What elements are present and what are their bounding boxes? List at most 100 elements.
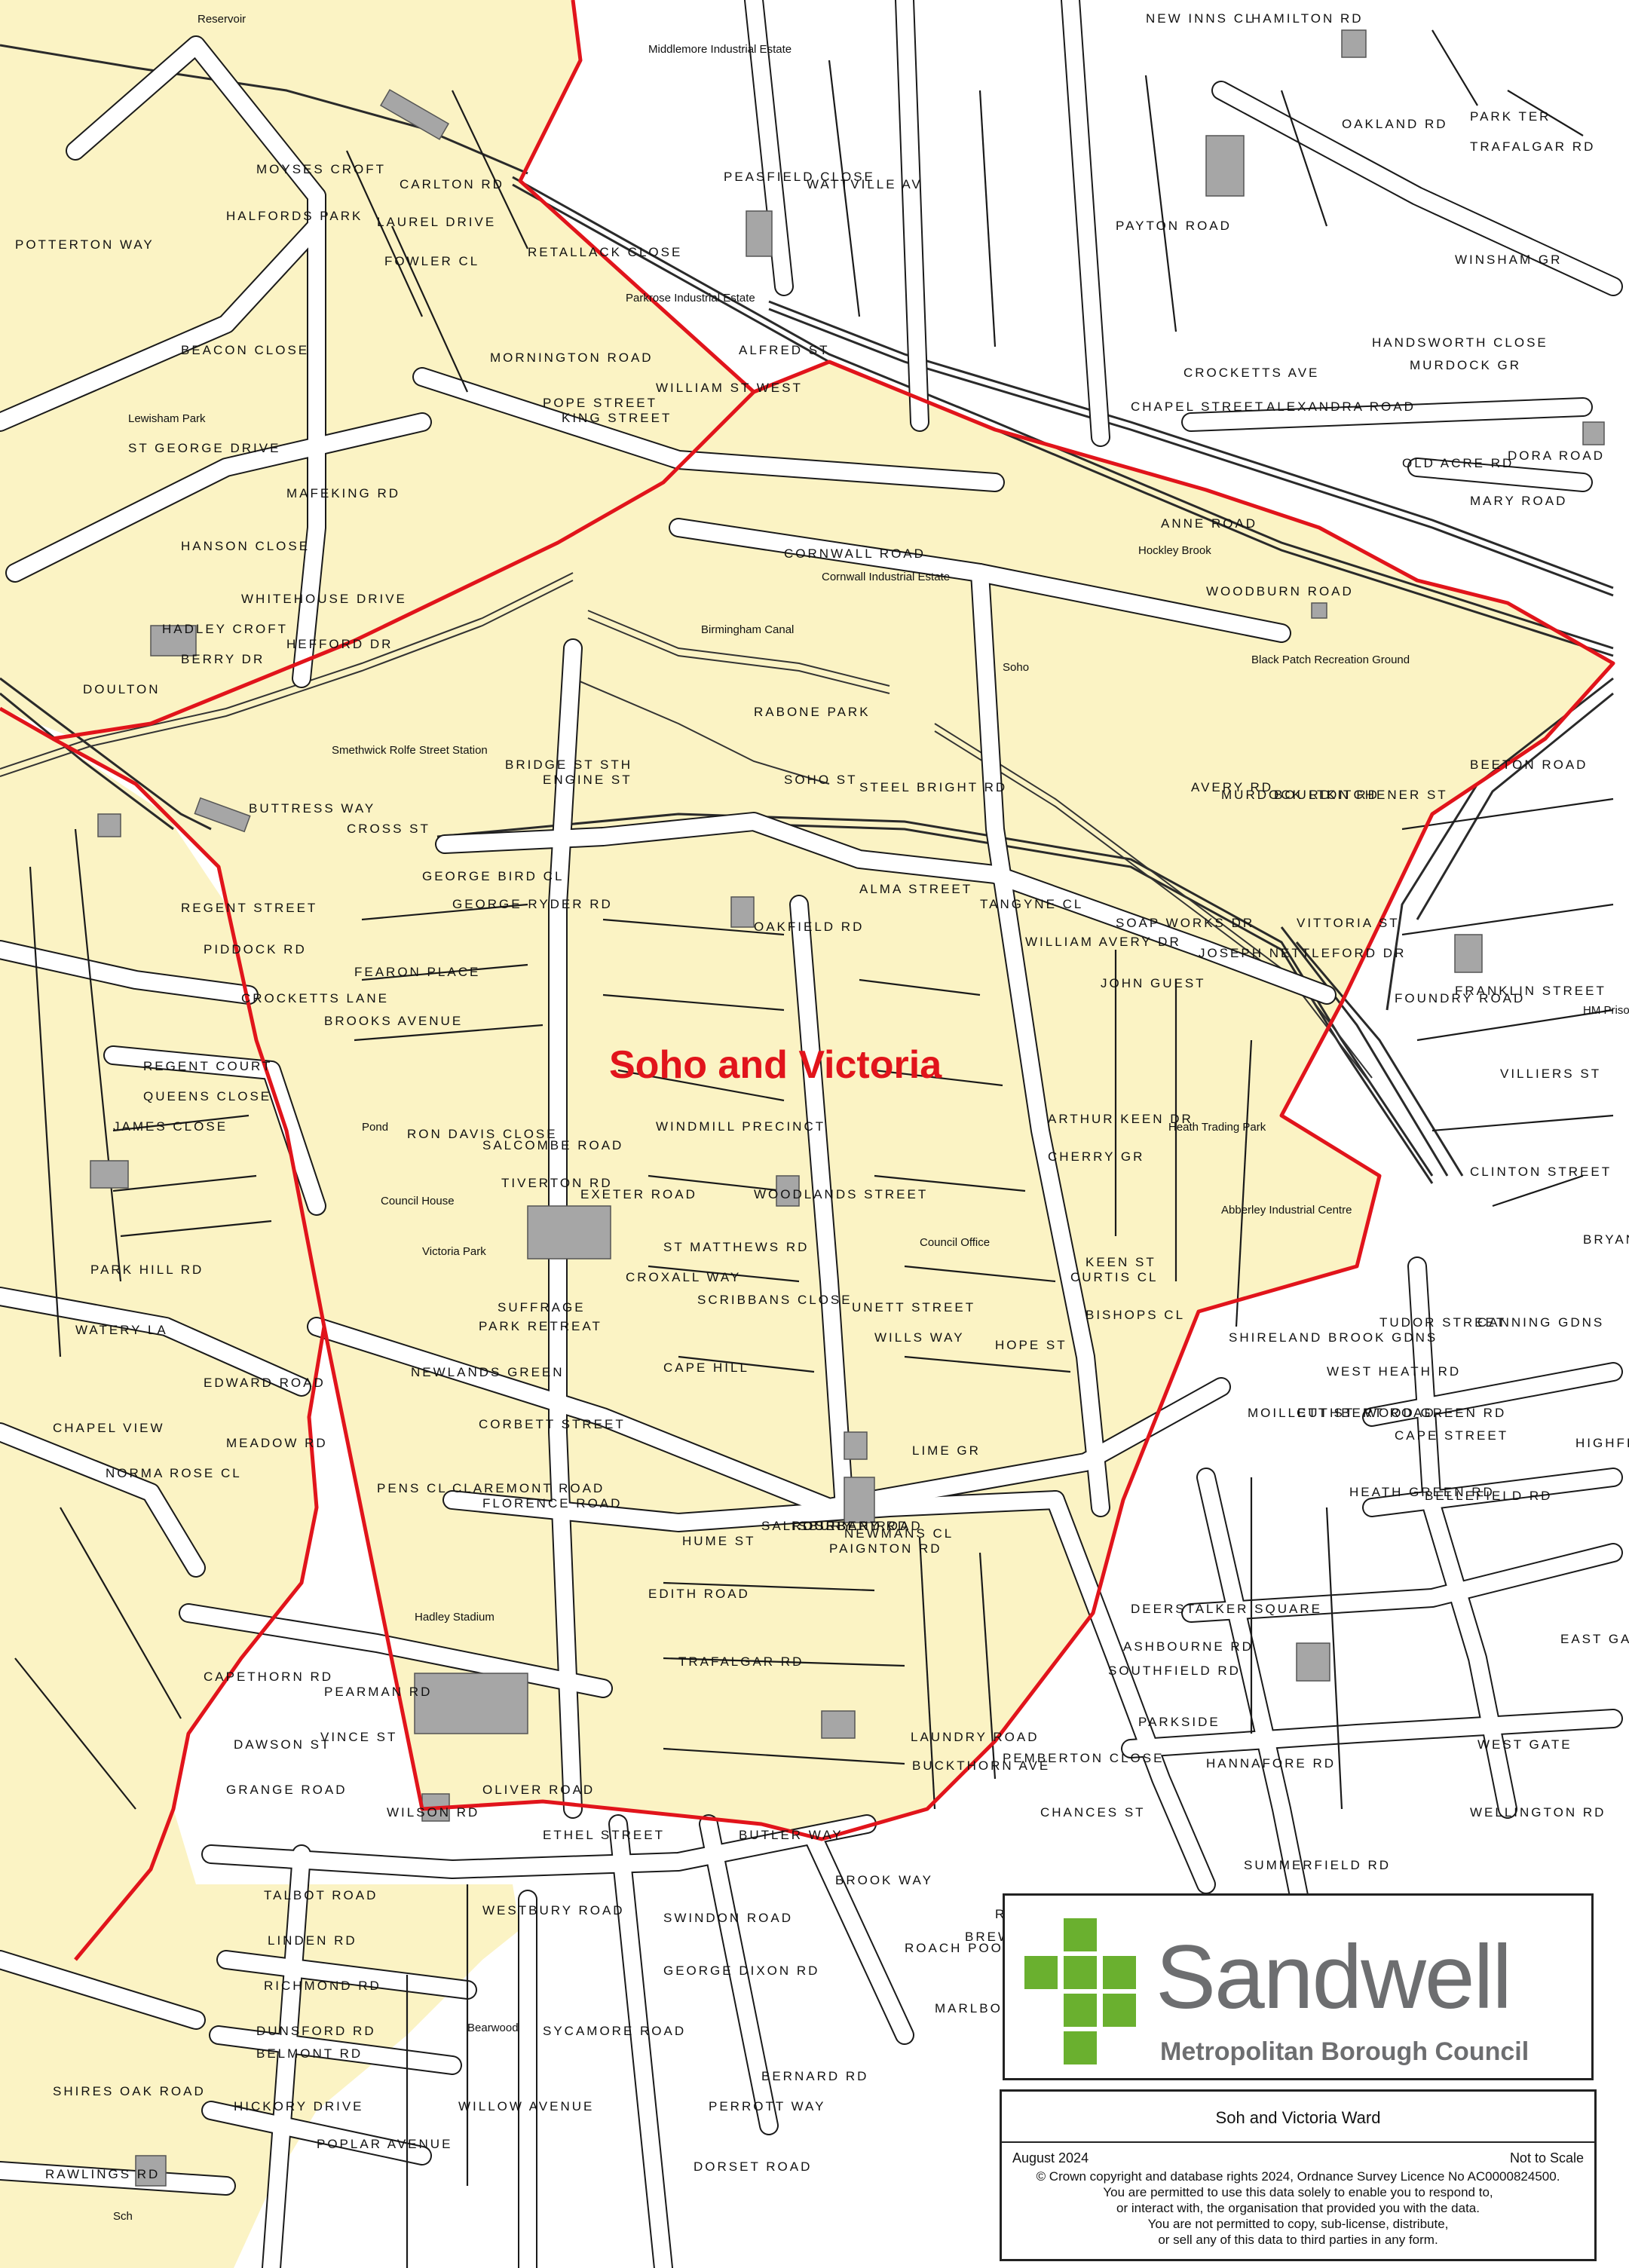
map-label: MORNINGTON ROAD	[490, 350, 654, 365]
map-label: Sch	[113, 2210, 133, 2223]
map-label: BROOKS AVENUE	[324, 1014, 463, 1028]
map-label: WOODLANDS STREET	[754, 1187, 928, 1201]
map-label: WATTVILLE AV	[807, 177, 923, 191]
map-label: PAYTON ROAD	[1116, 219, 1232, 233]
council-logo-subtitle: Metropolitan Borough Council	[1160, 2037, 1529, 2066]
map-label: SOUTHFIELD RD	[1108, 1664, 1241, 1678]
map-label: Lewisham Park	[128, 412, 206, 425]
map-label: ST GEORGE DRIVE	[128, 441, 280, 455]
map-label: ETHEL STREET	[543, 1828, 665, 1842]
map-label: Cornwall Industrial Estate	[822, 571, 950, 583]
map-label: WILLOW AVENUE	[458, 2099, 594, 2113]
map-label: BRIDGE ST STH	[505, 758, 632, 772]
map-label: DOULTON	[83, 682, 161, 696]
map-label: BEETON ROAD	[1470, 758, 1588, 772]
map-label: AVERY RD	[1191, 780, 1273, 794]
map-label: SYCAMORE ROAD	[543, 2024, 686, 2038]
copyright-line: You are not permitted to copy, sub-licen…	[1147, 2217, 1449, 2231]
map-label: POTTERTON WAY	[15, 237, 155, 252]
map-label: Victoria Park	[422, 1245, 486, 1258]
copyright-line: © Crown copyright and database rights 20…	[1036, 2169, 1560, 2184]
map-label: ANNE ROAD	[1161, 516, 1257, 531]
map-label: KING STREET	[562, 411, 672, 425]
map-label: WEST HEATH RD	[1327, 1364, 1461, 1379]
map-label: Birmingham Canal	[701, 623, 794, 636]
map-label: CROCKETTS AVE	[1183, 366, 1319, 380]
map-label: FOUNDRY ROAD	[1395, 991, 1525, 1005]
map-label: PEARMAN RD	[324, 1685, 432, 1699]
ward-area-fill	[53, 362, 1613, 1839]
map-label: Council House	[381, 1195, 455, 1207]
map-label: CAPE HILL	[663, 1360, 749, 1375]
map-label: SALCOMBE ROAD	[482, 1138, 623, 1152]
map-label: Hockley Brook	[1138, 544, 1211, 557]
map-label: POPE STREET	[543, 396, 657, 410]
map-label: BUTTRESS WAY	[249, 801, 375, 816]
map-label: FLORENCE ROAD	[482, 1496, 622, 1510]
map-label: HANSON CLOSE	[181, 539, 310, 553]
map-label: Smethwick Rolfe Street Station	[332, 744, 488, 757]
map-label: EAST GATE	[1560, 1632, 1629, 1646]
map-label: PIDDOCK RD	[204, 942, 307, 956]
neighbour-area-fill	[0, 0, 754, 2268]
map-label: CHAPEL STREET	[1131, 399, 1265, 414]
map-label: MURDOCK RD	[1221, 788, 1332, 802]
map-label: BELLEFIELD RD	[1425, 1489, 1552, 1503]
copyright-line: or interact with, the organisation that …	[1116, 2201, 1480, 2215]
map-label: CUTHBERT ROAD	[1297, 1406, 1436, 1420]
map-title: Soh and Victoria Ward	[1215, 2108, 1381, 2127]
map-label: WOOD GREEN RD	[1364, 1406, 1506, 1420]
map-label: PEASFIELD CLOSE	[724, 170, 875, 184]
map-label: HAMILTON RD	[1251, 11, 1364, 26]
map-label: DORA ROAD	[1508, 448, 1605, 463]
map-label: ENGINE ST	[543, 773, 632, 787]
map-label: REGENT STREET	[181, 901, 317, 915]
map-label: WINSHAM GR	[1455, 253, 1562, 267]
map-label: CHANCES ST	[1040, 1805, 1146, 1820]
map-label: TRAFALGAR RD	[678, 1654, 804, 1669]
map-label: BOULTON RD	[1274, 788, 1379, 802]
map-label: Hadley Stadium	[415, 1611, 495, 1624]
map-label: OAKFIELD RD	[754, 920, 864, 934]
map-label: ALMA STREET	[859, 882, 972, 896]
map-label: SALISBURY RD	[761, 1519, 882, 1533]
map-label: BROOK WAY	[835, 1873, 933, 1887]
map-label: CORNWALL ROAD	[784, 546, 926, 561]
map-label: WILSON RD	[387, 1805, 479, 1820]
map-label: Bearwood	[467, 2022, 519, 2034]
map-label: DURBAN ROAD	[803, 1519, 923, 1533]
map-label: GEORGE DIXON RD	[663, 1963, 819, 1978]
map-label: GEORGE BIRD CL	[422, 869, 564, 883]
map-label: SWINDON ROAD	[663, 1911, 793, 1925]
map-label: SUFFRAGE	[498, 1300, 586, 1315]
map-scale-note: Not to Scale	[1509, 2150, 1584, 2165]
map-label: LINDEN RD	[268, 1933, 357, 1948]
map-label: Pond	[362, 1121, 388, 1134]
map-label: LIME GR	[912, 1443, 981, 1458]
map-label: OLD ACRE RD	[1402, 456, 1514, 470]
map-label: HOPE ST	[995, 1338, 1067, 1352]
map-label: ASHBOURNE RD	[1123, 1639, 1254, 1654]
map-label: NEW INNS CL	[1146, 11, 1254, 26]
map-label: MAFEKING RD	[286, 486, 400, 500]
copyright-notice: © Crown copyright and database rights 20…	[1008, 2169, 1588, 2248]
map-label: SCRIBBANS CLOSE	[697, 1293, 853, 1307]
map-label: Heath Trading Park	[1168, 1121, 1266, 1134]
map-label: Soho	[1003, 661, 1029, 674]
map-label: MOYSES CROFT	[256, 162, 386, 176]
map-label: WILLIAM ST WEST	[656, 381, 803, 395]
info-divider	[1002, 2141, 1594, 2143]
map-label: CROCKETTS LANE	[241, 991, 389, 1005]
map-label: BISHOPS CL	[1085, 1308, 1185, 1322]
map-label: SHIRELAND BROOK GDNS	[1229, 1330, 1438, 1345]
map-label: REGENT COURT	[143, 1059, 272, 1073]
map-label: GRANGE ROAD	[226, 1783, 348, 1797]
map-label: BERRY DR	[181, 652, 265, 666]
map-label: VITTORIA ST	[1297, 916, 1400, 930]
map-label: CURTIS CL	[1070, 1270, 1158, 1284]
map-label: BERNARD RD	[761, 2069, 868, 2083]
map-label: Abberley Industrial Centre	[1221, 1204, 1352, 1217]
map-label: UNETT STREET	[852, 1300, 975, 1315]
